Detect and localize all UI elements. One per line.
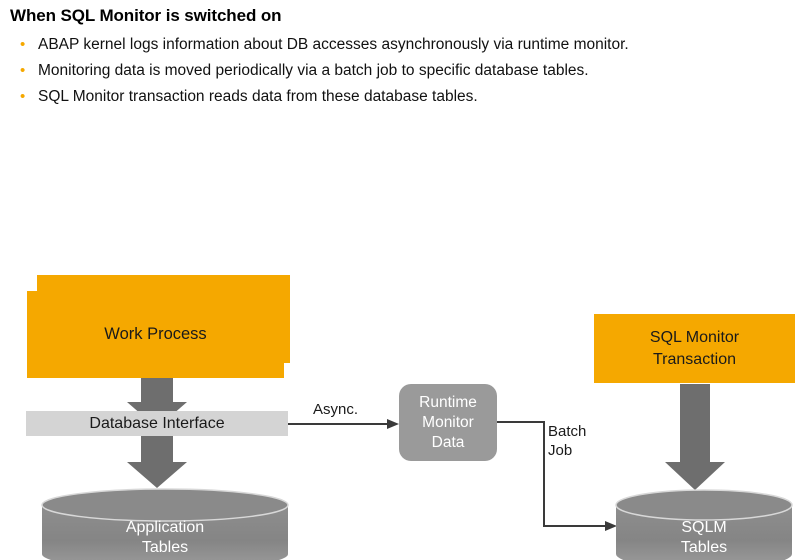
connector-async-label: Async. — [313, 401, 359, 418]
bullet-list: • ABAP kernel logs information about DB … — [14, 34, 794, 112]
database-interface-bar[interactable]: Database Interface — [26, 411, 288, 436]
list-item-label: Monitoring data is moved periodically vi… — [38, 62, 589, 79]
application-tables-line1: Application — [125, 519, 205, 536]
architecture-diagram: Work Process Database Interface Runtime … — [0, 128, 802, 560]
connector-batch-job-line2: Job — [548, 442, 573, 459]
work-process-label: Work Process — [104, 325, 207, 343]
runtime-monitor-line3: Data — [431, 433, 465, 451]
list-item: • ABAP kernel logs information about DB … — [14, 34, 794, 60]
arrow-dbinterface-to-application-tables — [127, 436, 187, 488]
bullet-marker-icon: • — [20, 36, 26, 53]
work-process-box[interactable]: Work Process — [27, 291, 284, 378]
sql-monitor-transaction-line1: SQL Monitor — [649, 328, 740, 346]
sqlm-tables-line1: SQLM — [681, 519, 727, 536]
connector-batch-job-line1: Batch — [548, 423, 587, 440]
page-title: When SQL Monitor is switched on — [10, 6, 282, 25]
arrow-sqlmonitor-to-sqlm-tables — [665, 384, 725, 490]
sql-monitor-transaction-line2: Transaction — [653, 350, 736, 368]
slide-canvas: When SQL Monitor is switched on • ABAP k… — [0, 6, 802, 560]
list-item: • Monitoring data is moved periodically … — [14, 60, 794, 86]
list-item: • SQL Monitor transaction reads data fro… — [14, 86, 794, 112]
connector-async — [288, 419, 399, 429]
sql-monitor-transaction-box[interactable]: SQL Monitor Transaction — [594, 314, 795, 383]
list-item-label: SQL Monitor transaction reads data from … — [38, 88, 478, 105]
sqlm-tables-line2: Tables — [680, 539, 728, 556]
runtime-monitor-line1: Runtime — [419, 393, 477, 411]
runtime-monitor-data-box[interactable]: Runtime Monitor Data — [399, 384, 497, 461]
list-item-label: ABAP kernel logs information about DB ac… — [38, 36, 629, 53]
arrow-workprocess-to-dbinterface — [127, 378, 187, 428]
sqlm-tables-label: SQLM Tables — [616, 516, 792, 560]
application-tables-label: Application Tables — [42, 516, 288, 560]
application-tables-line2: Tables — [141, 539, 189, 556]
database-interface-label: Database Interface — [89, 414, 225, 432]
connector-batch-job-label: Batch Job — [548, 422, 586, 460]
bullet-marker-icon: • — [20, 62, 26, 79]
bullet-marker-icon: • — [20, 88, 26, 105]
runtime-monitor-line2: Monitor — [422, 413, 474, 431]
